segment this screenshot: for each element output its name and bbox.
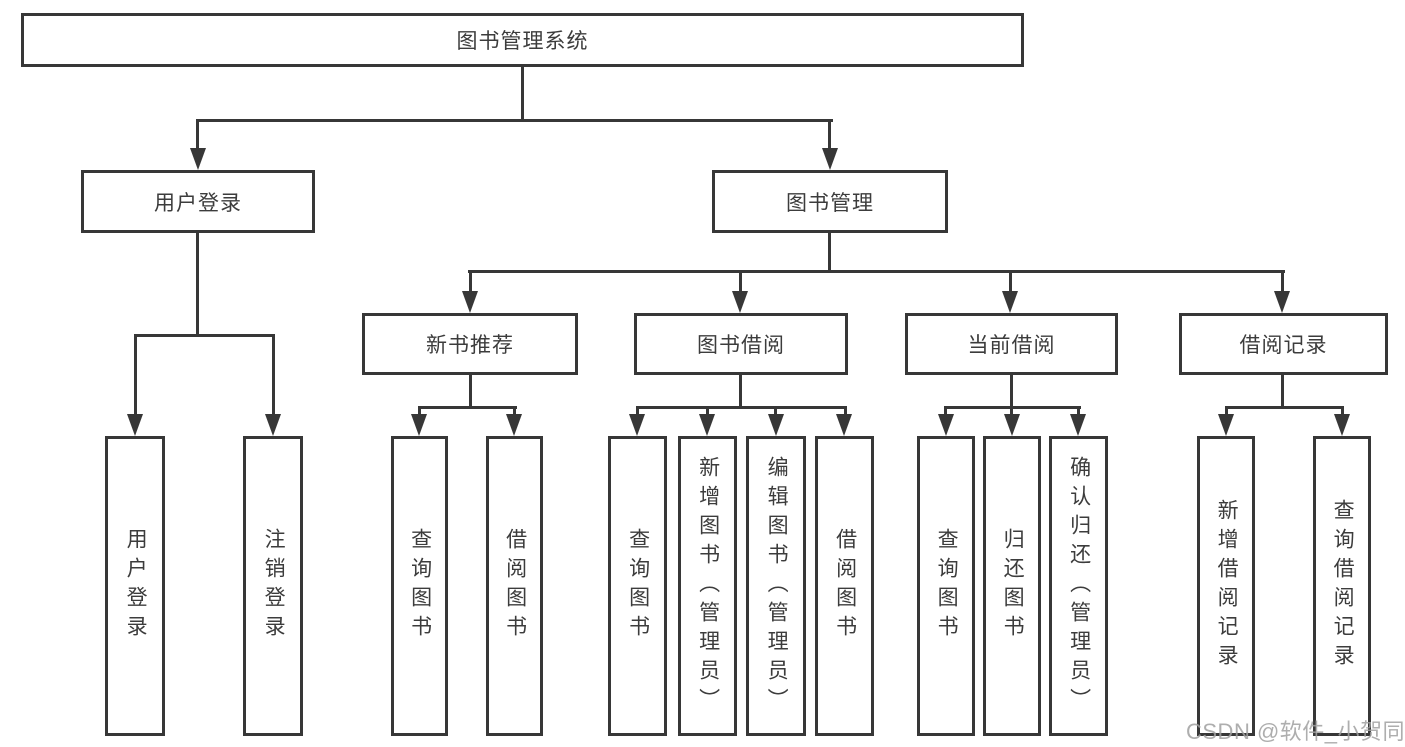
connector-user-login-drop xyxy=(196,119,199,152)
leaf-return-book: 归还图书 xyxy=(983,436,1041,736)
node-label: 查询图书 xyxy=(626,528,650,644)
node-new-book-recommend: 新书推荐 xyxy=(362,313,578,375)
leaf-borrow-book: 借阅图书 xyxy=(815,436,874,736)
connector-root-stub xyxy=(521,66,524,122)
connector-borrow-record-rail xyxy=(1225,406,1344,409)
arrow-down-icon xyxy=(1004,414,1020,436)
connector-new-book-stub xyxy=(469,375,472,408)
connector-leaf-drop xyxy=(1341,406,1344,416)
connector-new-book-rail xyxy=(418,406,517,409)
connector-leaf-drop xyxy=(1077,406,1080,416)
arrow-down-icon xyxy=(190,148,206,170)
arrow-down-icon xyxy=(1274,291,1290,313)
arrow-down-icon xyxy=(699,414,715,436)
arrow-down-icon xyxy=(462,291,478,313)
connector-leaf-drop xyxy=(1010,406,1013,416)
node-label: 借阅图书 xyxy=(833,528,857,644)
arrow-down-icon xyxy=(768,414,784,436)
arrow-down-icon xyxy=(629,414,645,436)
node-label: 图书管理 xyxy=(786,191,874,215)
leaf-recommend-query-book: 查询图书 xyxy=(391,436,448,736)
leaf-user-login: 用户登录 xyxy=(105,436,165,736)
connector-leaf-drop xyxy=(1009,270,1012,293)
connector-leaf-drop xyxy=(706,406,709,416)
connector-leaf-drop xyxy=(739,270,742,293)
node-label: 新增图书（管理员） xyxy=(696,455,720,717)
connector-user-login-rail xyxy=(134,334,275,337)
node-label: 归还图书 xyxy=(1001,528,1025,644)
node-book-borrow: 图书借阅 xyxy=(634,313,848,375)
arrow-down-icon xyxy=(938,414,954,436)
connector-leaf-drop xyxy=(134,334,137,416)
arrow-down-icon xyxy=(836,414,852,436)
node-label: 当前借阅 xyxy=(967,334,1056,357)
leaf-confirm-return-admin: 确认归还（管理员） xyxy=(1049,436,1108,736)
arrow-down-icon xyxy=(1218,414,1234,436)
connector-leaf-drop xyxy=(513,406,516,416)
arrow-down-icon xyxy=(1002,291,1018,313)
leaf-current-query-book: 查询图书 xyxy=(917,436,975,736)
connector-leaf-drop xyxy=(469,270,472,293)
arrow-down-icon xyxy=(506,414,522,436)
leaf-borrow-query-book: 查询图书 xyxy=(608,436,667,736)
connector-leaf-drop xyxy=(1281,270,1284,293)
csdn-watermark: CSDN @软件_小贺同学 xyxy=(1186,719,1405,744)
connector-level2-rail xyxy=(196,119,833,122)
arrow-down-icon xyxy=(822,148,838,170)
node-label: 借阅图书 xyxy=(503,528,527,644)
leaf-edit-book-admin: 编辑图书（管理员） xyxy=(746,436,806,736)
connector-book-mgmt-stub xyxy=(828,233,831,273)
leaf-recommend-borrow-book: 借阅图书 xyxy=(486,436,543,736)
connector-book-borrow-rail xyxy=(636,406,847,409)
leaf-add-borrow-record: 新增借阅记录 xyxy=(1197,436,1255,736)
node-label: 新增借阅记录 xyxy=(1215,499,1239,673)
connector-current-borrow-stub xyxy=(1010,375,1013,408)
connector-book-borrow-stub xyxy=(739,375,742,408)
node-label: 查询借阅记录 xyxy=(1331,499,1355,673)
node-label: 查询图书 xyxy=(408,528,432,644)
connector-user-login-stub xyxy=(196,233,199,337)
connector-leaf-drop xyxy=(774,406,777,416)
node-current-borrow: 当前借阅 xyxy=(905,313,1118,375)
connector-leaf-drop xyxy=(944,406,947,416)
connector-leaf-drop xyxy=(272,334,275,416)
node-borrow-record: 借阅记录 xyxy=(1179,313,1388,375)
node-label: 新书推荐 xyxy=(426,334,514,357)
arrow-down-icon xyxy=(1334,414,1350,436)
node-label: 编辑图书（管理员） xyxy=(765,455,789,717)
connector-leaf-drop xyxy=(844,406,847,416)
node-label: 确认归还（管理员） xyxy=(1067,455,1091,717)
connector-book-mgmt-drop xyxy=(828,119,831,152)
leaf-query-borrow-record: 查询借阅记录 xyxy=(1313,436,1371,736)
node-label: 图书借阅 xyxy=(697,334,785,357)
node-label: 图书管理系统 xyxy=(456,30,589,53)
node-label: 查询图书 xyxy=(935,528,959,644)
leaf-add-book-admin: 新增图书（管理员） xyxy=(678,436,737,736)
node-book-management: 图书管理 xyxy=(712,170,948,233)
connector-leaf-drop xyxy=(1225,406,1228,416)
arrow-down-icon xyxy=(1070,414,1086,436)
arrow-down-icon xyxy=(265,414,281,436)
arrow-down-icon xyxy=(127,414,143,436)
node-label: 借阅记录 xyxy=(1239,334,1328,357)
node-label: 用户登录 xyxy=(124,528,148,644)
arrow-down-icon xyxy=(732,291,748,313)
connector-level3-rail xyxy=(468,270,1285,273)
node-library-management-system: 图书管理系统 xyxy=(21,13,1024,67)
node-label: 注销登录 xyxy=(262,528,286,644)
node-user-login: 用户登录 xyxy=(81,170,315,233)
connector-leaf-drop xyxy=(418,406,421,416)
node-label: 用户登录 xyxy=(154,191,242,215)
connector-leaf-drop xyxy=(636,406,639,416)
connector-borrow-record-stub xyxy=(1281,375,1284,408)
arrow-down-icon xyxy=(411,414,427,436)
leaf-logout: 注销登录 xyxy=(243,436,303,736)
